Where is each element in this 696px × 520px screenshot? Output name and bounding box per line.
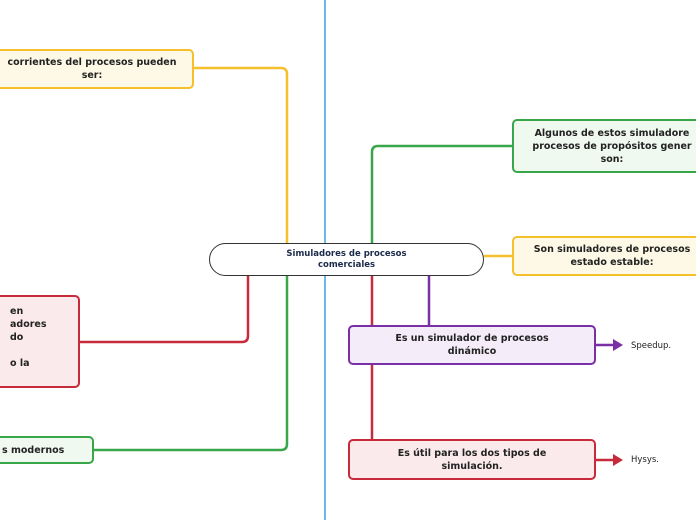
connector-red-left bbox=[80, 276, 250, 344]
node-dynamic-simulator[interactable]: Es un simulador de procesos dinámico bbox=[348, 325, 596, 365]
arrowhead-red bbox=[613, 454, 623, 466]
connector-yellow-left bbox=[194, 66, 289, 243]
node-both-types[interactable]: Es útil para los dos tipos de simulación… bbox=[348, 439, 596, 480]
node-steady-state[interactable]: Son simuladores de procesos estado estab… bbox=[512, 236, 696, 276]
connector-green-left bbox=[94, 276, 289, 452]
central-topic[interactable]: Simuladores de procesos comerciales bbox=[209, 243, 484, 276]
leaf-speedup[interactable]: Speedup. bbox=[631, 341, 672, 351]
arrowhead-purple bbox=[613, 339, 623, 351]
leaf-hysys[interactable]: Hysys. bbox=[631, 455, 660, 465]
node-modern[interactable]: s modernos bbox=[0, 436, 94, 464]
node-simulators-left[interactable]: en adores do o la bbox=[0, 295, 80, 388]
node-general-purpose[interactable]: Algunos de estos simuladore procesos de … bbox=[512, 119, 696, 173]
node-process-streams[interactable]: corrientes del procesos pueden ser: bbox=[0, 49, 194, 89]
connector-green-right bbox=[370, 144, 512, 243]
